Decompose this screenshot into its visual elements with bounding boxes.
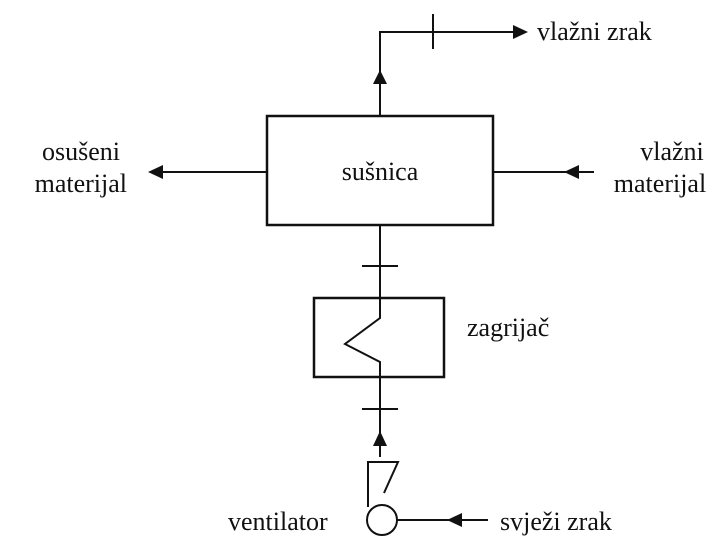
wet-material-arrowhead xyxy=(564,165,579,179)
heater-coil xyxy=(343,298,381,377)
wet-material-label-line2: materijal xyxy=(614,169,706,198)
dried-material-label-line1: osušeni xyxy=(42,137,120,166)
heater-label: zagrijač xyxy=(467,313,549,342)
dryer-label: sušnica xyxy=(342,157,419,186)
dried-material-arrowhead xyxy=(148,165,163,179)
fan-outlet-arrowhead xyxy=(373,431,387,446)
fan-label: ventilator xyxy=(228,507,328,536)
fresh-air-label: svježi zrak xyxy=(500,507,612,536)
wet-material-label-line1: vlažni xyxy=(640,137,704,166)
dried-material-label-line2: materijal xyxy=(35,169,127,198)
wet-air-label: vlažni zrak xyxy=(537,17,652,46)
wet-air-right-arrowhead xyxy=(513,25,528,39)
fresh-air-arrowhead xyxy=(447,513,462,527)
wet-air-up-arrowhead xyxy=(373,70,387,84)
wet-air-outlet-line xyxy=(379,31,515,116)
fan-impeller xyxy=(366,504,398,536)
fan-housing xyxy=(367,461,400,507)
dryer-box xyxy=(265,114,495,227)
